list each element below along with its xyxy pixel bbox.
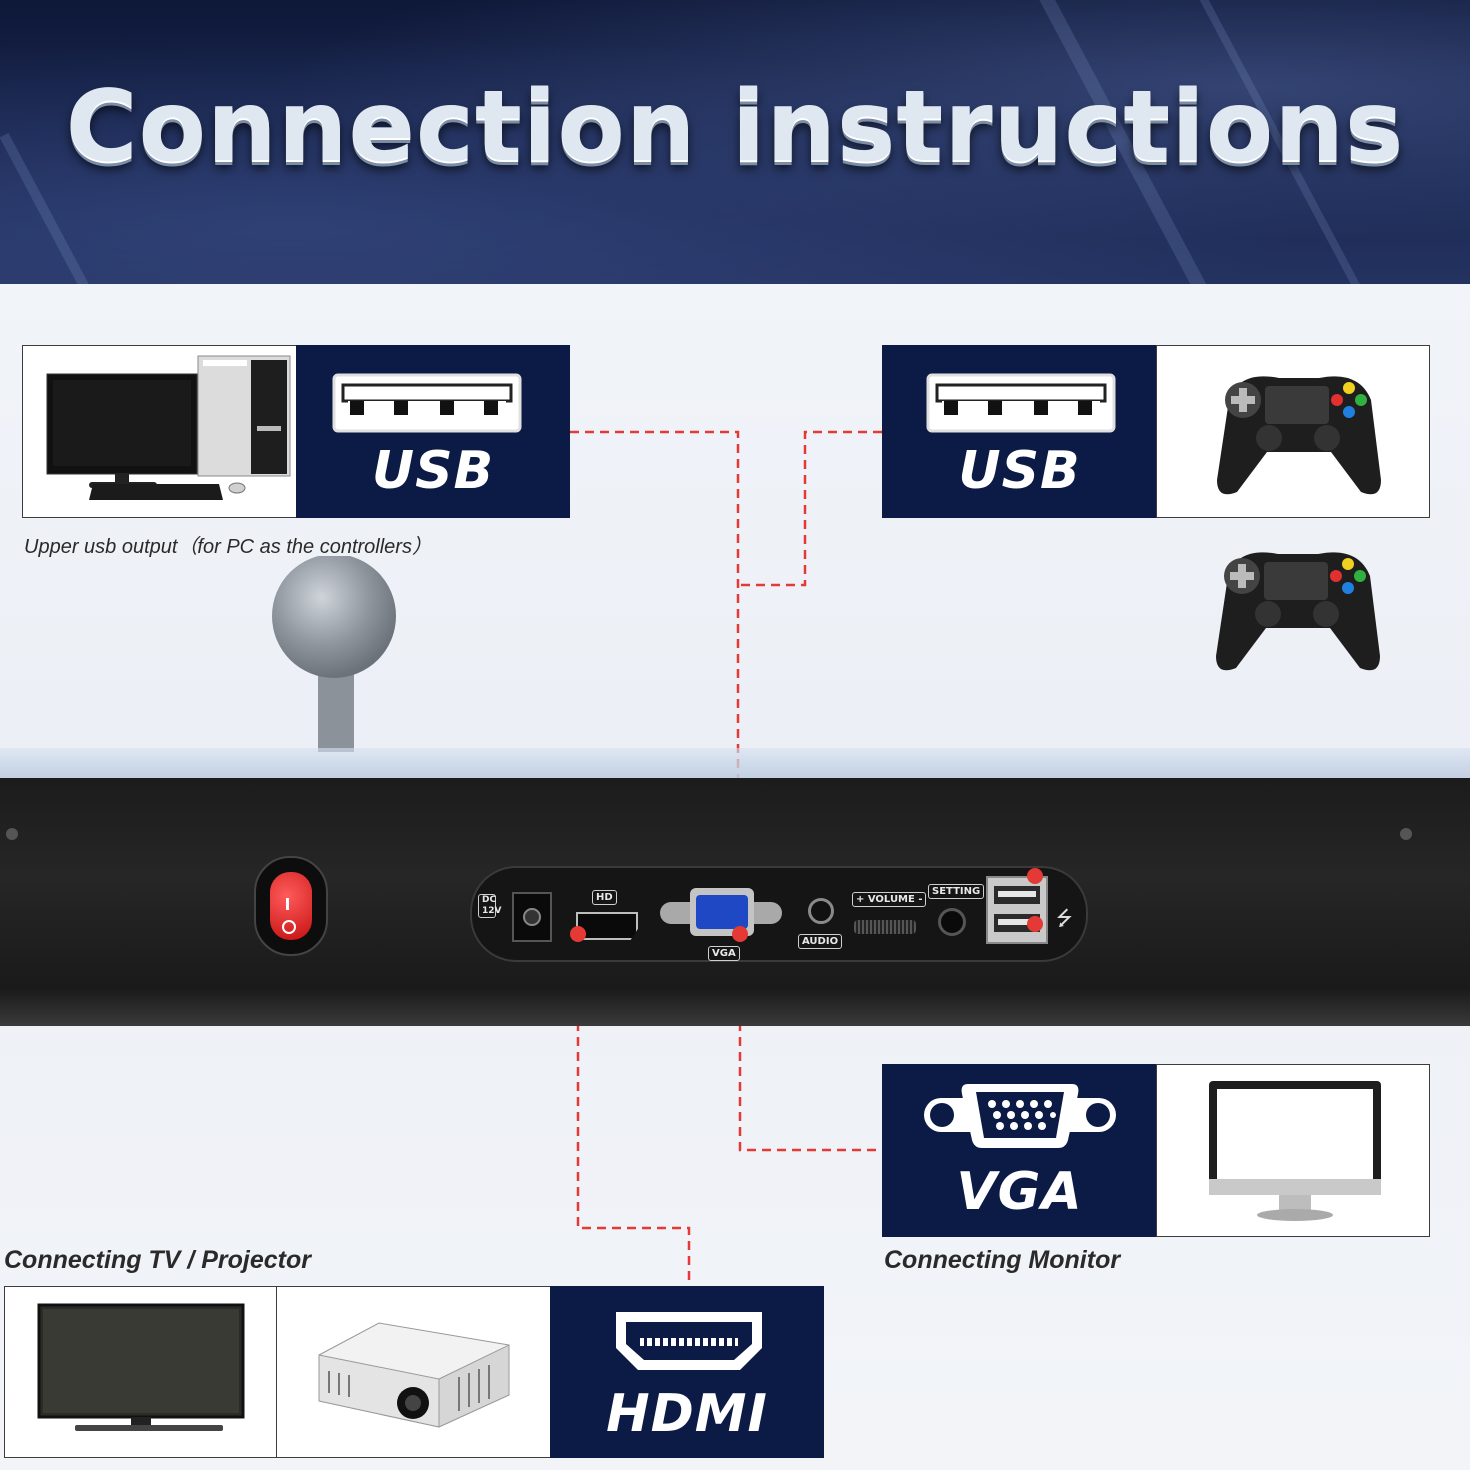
monitor-image-box	[1156, 1064, 1430, 1237]
usb-ports-stack[interactable]	[986, 876, 1048, 944]
projector-image-box	[276, 1286, 551, 1458]
hd-tag: HD	[592, 890, 617, 905]
pc-usb-label: USB	[371, 441, 495, 501]
vga-tag: VGA	[708, 946, 740, 961]
vga-port-icon	[924, 1084, 1116, 1148]
usb-port-icon	[926, 373, 1116, 433]
hdmi-line	[576, 932, 691, 1286]
console-back-panel	[0, 778, 1470, 1026]
vga-box: VGA	[882, 1064, 1157, 1237]
setting-button[interactable]	[938, 908, 966, 936]
page-title: Connection instructions	[65, 70, 1405, 184]
power-switch[interactable]	[254, 856, 328, 956]
vga-port[interactable]	[660, 888, 782, 938]
controller-usb-box: USB	[882, 345, 1157, 518]
monitor-icon	[1209, 1081, 1381, 1221]
pc-usb-box: USB	[296, 345, 570, 518]
gamepad-icon	[1217, 376, 1381, 495]
audio-port[interactable]	[808, 898, 834, 924]
volume-tag: + VOLUME -	[852, 892, 927, 907]
tv-image-box	[4, 1286, 277, 1458]
hdmi-connection-dot	[570, 926, 586, 942]
vga-label: VGA	[956, 1162, 1083, 1222]
hdmi-box: HDMI	[550, 1286, 824, 1458]
header-banner: Connection instructions	[0, 0, 1470, 284]
dc-tag: DC 12V	[478, 894, 502, 918]
hdmi-label: HDMI	[606, 1384, 768, 1444]
pc-image-box	[22, 345, 297, 518]
controller-usb-label: USB	[958, 441, 1081, 501]
controller-usb-line	[738, 430, 882, 587]
setting-tag: SETTING	[928, 884, 985, 899]
tv-icon	[37, 1303, 245, 1431]
usb-connection-dot	[1027, 868, 1043, 884]
vga-connection-dot	[732, 926, 748, 942]
joystick-icon	[272, 556, 396, 752]
usb-symbol-icon: ⭍	[1056, 908, 1073, 930]
volume-wheel[interactable]	[854, 920, 916, 934]
pc-usb-caption: Upper usb output（for PC as the controlle…	[24, 536, 432, 558]
vga-caption: Connecting Monitor	[884, 1246, 1121, 1274]
controller-image-box	[1156, 345, 1430, 518]
projector-icon	[318, 1322, 510, 1428]
hdmi-port[interactable]	[576, 912, 638, 940]
dc-power-port[interactable]	[512, 892, 552, 942]
gamepad-icon	[1216, 552, 1380, 671]
audio-tag: AUDIO	[798, 934, 843, 949]
port-strip: DC 12V HD VGA AUDIO + VOLUME - SETTING ⭍	[470, 866, 1088, 962]
usb-port-icon	[332, 373, 522, 433]
vga-line	[738, 932, 882, 1152]
usb-connection-dot	[1027, 916, 1043, 932]
acrylic-edge	[0, 748, 1470, 778]
hdmi-port-icon	[616, 1312, 762, 1370]
hdmi-caption: Connecting TV / Projector	[4, 1246, 311, 1274]
desktop-pc-icon	[46, 355, 291, 500]
